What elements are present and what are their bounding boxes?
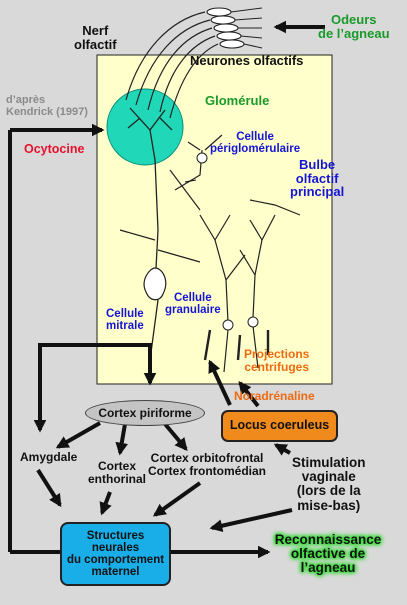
- label-glomerule: Glomérule: [205, 93, 270, 108]
- label-amygdale: Amygdale: [20, 450, 78, 464]
- label-stimulation-vaginale: Stimulation vaginale (lors de la mise-ba…: [292, 455, 366, 513]
- mitral-cell: [119, 107, 201, 361]
- label-bulbe-olfactif: Bulbe olfactif principal: [290, 157, 345, 200]
- label-cortex-enthorinal: Cortex enthorinal: [88, 459, 147, 486]
- olfactory-dendrites: [230, 7, 263, 49]
- granule-cells: [169, 169, 301, 373]
- label-odeurs-agneau: Odeurs de l’agneau: [318, 12, 390, 41]
- cortex-piriforme-node: Cortex piriforme: [85, 400, 205, 426]
- label-noradrenaline: Noradrénaline: [234, 389, 315, 403]
- ocytocine-feedback-line: [8, 123, 105, 554]
- label-ocytocine: Ocytocine: [24, 142, 85, 156]
- periglomerular-soma: [196, 152, 208, 164]
- label-cellule-mitrale: Cellule mitrale: [106, 308, 144, 333]
- label-cortex-orbitofrontal: Cortex orbitofrontal Cortex frontomédian: [148, 451, 267, 478]
- locus-coeruleus-node: Locus coeruleus: [221, 410, 338, 442]
- granule-soma-1: [222, 319, 234, 331]
- olfactory-axons: [125, 11, 219, 119]
- centrifugal-projections: [203, 329, 270, 361]
- reconnaissance-olfactive-label: Reconnaissance olfactive de l’agneau: [274, 531, 382, 576]
- structures-neurales-node: Structures neurales du comportement mate…: [60, 522, 171, 586]
- label-source-citation: d’après Kendrick (1997): [6, 94, 88, 118]
- label-nerf-olfactif: Nerf olfactif: [74, 23, 117, 52]
- granule-soma-2: [247, 316, 259, 328]
- label-cellule-periglomerulaire: Cellule périglomérulaire: [210, 131, 301, 156]
- glomerule-circle: [106, 88, 184, 166]
- label-pointers: [184, 179, 197, 183]
- label-neurones-olfactifs: Neurones olfactifs: [190, 53, 304, 68]
- label-cellule-granulaire: Cellule granulaire: [165, 292, 221, 317]
- label-projections-centrifuges: Projections centrifuges: [244, 347, 310, 374]
- mitral-soma: [143, 267, 167, 301]
- pathway-arrows: [33, 343, 293, 559]
